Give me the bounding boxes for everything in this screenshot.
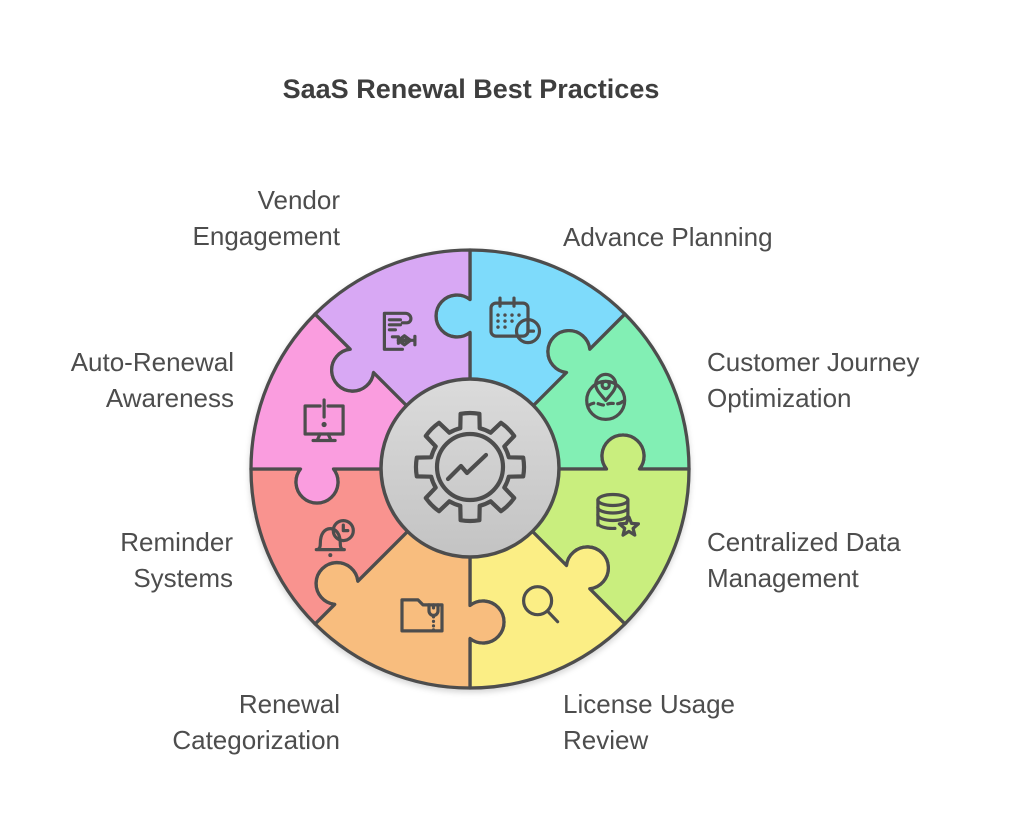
segment-label-advance-planning: Advance Planning bbox=[563, 222, 773, 252]
document-handshake-icon bbox=[382, 311, 417, 351]
segment-label-centralized-data: Centralized Data Management bbox=[707, 527, 901, 593]
magnifier-icon bbox=[521, 585, 560, 624]
diagram-title: SaaS Renewal Best Practices bbox=[282, 74, 660, 104]
segment-label-customer-journey: Customer Journey Optimization bbox=[707, 347, 920, 413]
segment-label-license-usage: License Usage Review bbox=[563, 689, 735, 755]
calendar-clock-icon bbox=[489, 296, 542, 345]
segment-label-reminder-systems: Reminder Systems bbox=[120, 527, 233, 593]
map-pin-route-icon bbox=[585, 372, 627, 421]
segment-label-vendor-engagement: Vendor Engagement bbox=[192, 185, 340, 251]
bell-clock-icon bbox=[314, 518, 355, 558]
puzzle-ring bbox=[249, 248, 691, 690]
segment-label-renewal-categorization: Renewal Categorization bbox=[172, 689, 340, 755]
gear-growth-chart-icon bbox=[413, 410, 527, 524]
database-star-icon bbox=[596, 492, 641, 537]
monitor-alert-icon bbox=[303, 398, 345, 443]
segment-label-auto-renewal: Auto-Renewal Awareness bbox=[70, 347, 234, 413]
puzzle-piece-7 bbox=[313, 248, 472, 422]
zip-folder-icon bbox=[400, 598, 444, 633]
